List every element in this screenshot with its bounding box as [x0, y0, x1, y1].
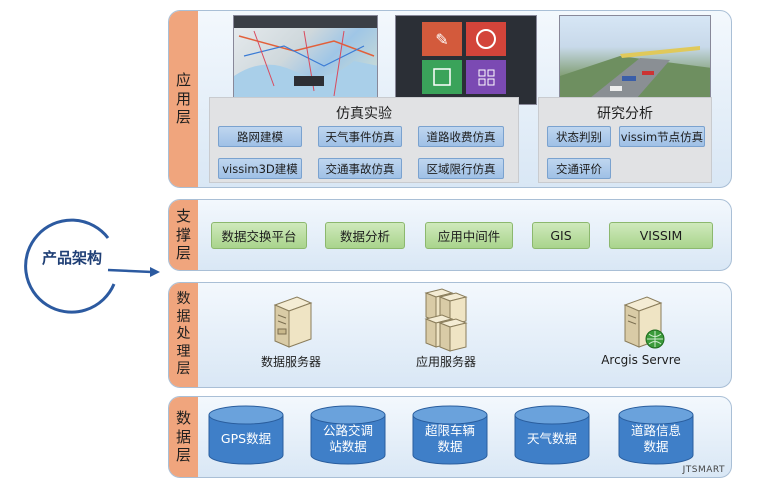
research-state-button[interactable]: 状态判别: [547, 126, 611, 147]
research-group-title: 研究分析: [597, 106, 653, 122]
sim-vissim3d-button[interactable]: vissim3D建模: [218, 158, 302, 179]
sim-network-modeling-button[interactable]: 路网建模: [218, 126, 302, 147]
database-cylinder-icon: [412, 405, 488, 465]
overlimit-vehicle-data-store: 超限车辆 数据: [411, 405, 489, 465]
research-group: 研究分析 状态判别 vissim节点仿真 交通评价: [538, 97, 712, 183]
sim-accident-button[interactable]: 交通事故仿真: [318, 158, 402, 179]
overlimit-vehicle-label-line1: 超限车辆: [424, 422, 475, 438]
map-screenshot-thumbnail: [233, 15, 378, 105]
app-server-label: 应用服务器: [415, 355, 476, 369]
jtsmart-watermark: JTSMART: [682, 465, 725, 475]
highway-survey-label-line1: 公路交调: [322, 422, 373, 438]
support-vissim-button[interactable]: VISSIM: [609, 222, 713, 249]
data-processing-layer: 数 据 处 理 层 数据服务器 应用服务器: [168, 282, 732, 388]
support-data-exchange-button[interactable]: 数据交换平台: [211, 222, 307, 249]
research-vissim-node-button[interactable]: vissim节点仿真: [619, 126, 705, 147]
gps-data-store: GPS数据: [207, 405, 285, 465]
support-middleware-button[interactable]: 应用中间件: [425, 222, 513, 249]
road-info-label-line1: 道路信息: [630, 422, 681, 438]
gps-data-label: GPS数据: [220, 430, 272, 446]
database-cylinder-icon: [618, 405, 694, 465]
simulation-group-title: 仿真实验: [336, 106, 392, 122]
support-data-analysis-button[interactable]: 数据分析: [325, 222, 405, 249]
sim-area-restriction-button[interactable]: 区域限行仿真: [418, 158, 504, 179]
app-server-cluster-icon: [424, 288, 468, 352]
data-layer: 数 据 层 GPS数据 公路交调 站数据 超限车辆 数: [168, 396, 732, 478]
overlimit-vehicle-label-line2: 数据: [437, 439, 463, 454]
data-server-label: 数据服务器: [260, 355, 321, 369]
road-info-label-line2: 数据: [643, 439, 669, 454]
database-cylinder-icon: [514, 405, 590, 465]
support-layer: 支 撑 层 数据交换平台 数据分析 应用中间件 GIS VISSIM: [168, 199, 732, 271]
weather-data-store: 天气数据: [513, 405, 591, 465]
data-layer-tab: 数 据 层: [169, 397, 198, 477]
data-server-icon: [273, 296, 313, 348]
data-processing-layer-tab: 数 据 处 理 层: [169, 283, 198, 387]
application-layer: 应 用 层 ✎: [168, 10, 732, 188]
sim-toll-button[interactable]: 道路收费仿真: [418, 126, 504, 147]
3d-simulation-screenshot-thumbnail: [559, 15, 711, 105]
database-cylinder-icon: [208, 405, 284, 465]
svg-text:✎: ✎: [435, 30, 448, 49]
database-cylinder-icon: [310, 405, 386, 465]
app-icons-screenshot-thumbnail: ✎: [395, 15, 537, 105]
weather-data-label: 天气数据: [526, 430, 577, 446]
arch-circle-arrow-icon: [24, 218, 160, 314]
support-gis-button[interactable]: GIS: [532, 222, 590, 249]
arcgis-server-icon: [623, 296, 665, 349]
support-layer-tab: 支 撑 层: [169, 200, 198, 270]
research-traffic-evaluation-button[interactable]: 交通评价: [547, 158, 611, 179]
arcgis-server-label: Arcgis Servre: [601, 353, 681, 367]
product-architecture-label: 产品架构: [41, 249, 102, 267]
simulation-group: 仿真实验 路网建模 天气事件仿真 道路收费仿真 vissim3D建模 交通事故仿…: [209, 97, 519, 183]
highway-survey-label-line2: 站数据: [329, 439, 367, 454]
sim-weather-event-button[interactable]: 天气事件仿真: [318, 126, 402, 147]
road-info-data-store: 道路信息 数据: [617, 405, 695, 465]
highway-survey-data-store: 公路交调 站数据: [309, 405, 387, 465]
product-architecture-badge: 产品架构: [22, 214, 160, 314]
application-layer-tab: 应 用 层: [169, 11, 198, 187]
